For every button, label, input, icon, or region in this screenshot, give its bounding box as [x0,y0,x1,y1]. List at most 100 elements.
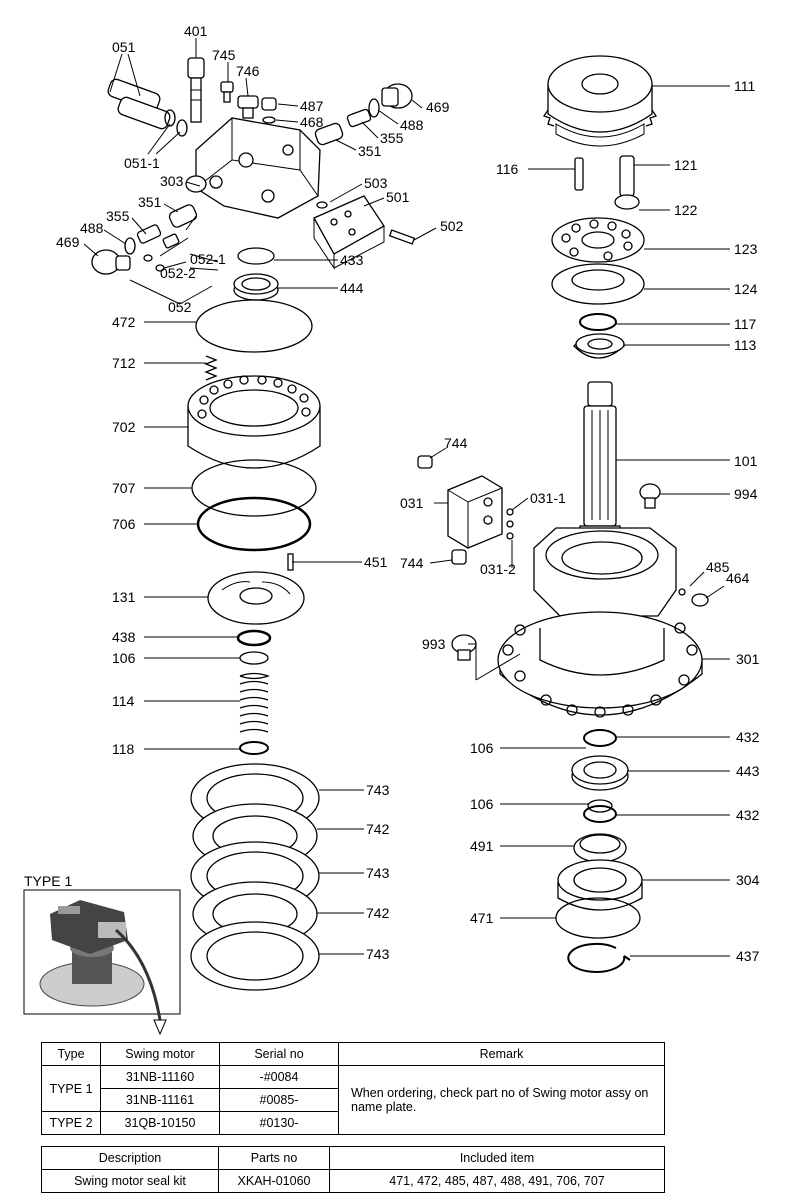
plug-994-part [639,483,661,509]
callout-993: 993 [422,636,446,652]
bearing-444-part [233,273,279,301]
pin-116-part [574,157,584,191]
callout-485: 485 [706,559,730,575]
callout-401: 401 [184,23,208,39]
callout-469b: 469 [56,234,80,250]
callout-464: 464 [726,570,750,586]
kit-parts-no-cell: XKAH-01060 [218,1169,330,1193]
seal-kit-table: Description Parts no Included item Swing… [41,1146,665,1193]
callout-502: 502 [440,218,464,234]
cover-304-part [557,859,643,911]
callout-106b: 106 [470,740,494,756]
callout-303: 303 [160,173,184,189]
callout-432a: 432 [736,729,760,745]
callout-113: 113 [734,337,757,353]
callout-742a: 742 [366,821,390,837]
serial-cell: -#0084 [219,1065,339,1089]
oring-706-part [196,496,312,552]
callout-487: 487 [300,98,324,114]
callout-355b: 355 [106,208,130,224]
callout-106c: 106 [470,796,494,812]
callout-121: 121 [674,157,698,173]
swing-motor-header: Swing motor [100,1042,220,1066]
callout-472: 472 [112,314,136,330]
ring-433-part [237,247,275,265]
bearing-113-part [573,333,625,359]
plug-487-oring-468-part [261,97,277,124]
parts-no-header: Parts no [218,1146,330,1170]
plug-993-part [451,634,477,661]
callout-503: 503 [364,175,388,191]
callout-116: 116 [496,161,519,177]
callout-351a: 351 [358,143,382,159]
serial-cell: #0085- [219,1088,339,1112]
callout-106a: 106 [112,650,136,666]
callout-744a: 744 [444,435,468,451]
kit-included-items-cell: 471, 472, 485, 487, 488, 491, 706, 707 [329,1169,665,1193]
friction-plates-part [190,763,320,991]
callout-745: 745 [212,47,236,63]
snap-ring-437-part [567,942,631,973]
motor-cell: 31NB-11160 [100,1065,220,1089]
plugs-745-746-part [220,81,259,119]
plate-124-part [551,263,645,305]
seal-491-part [573,833,627,863]
callout-488a: 488 [400,117,424,133]
callout-111: 111 [734,78,755,94]
valve-casing-303-part [185,117,321,219]
motor-cell: 31QB-10150 [100,1111,220,1135]
bearing-443-part [571,755,629,791]
type-cell: TYPE 2 [41,1111,101,1135]
spring-712-part [204,355,218,381]
callout-451: 451 [364,554,388,570]
callout-301: 301 [736,651,760,667]
type-table: Type Swing motor Serial no Remark TYPE 1… [41,1042,665,1135]
callout-355a: 355 [380,130,404,146]
callout-114: 114 [112,693,135,709]
pin-121-part [614,155,640,210]
spring-114-part [239,672,270,733]
plug-relief-right-part [314,83,413,146]
callout-351b: 351 [138,194,162,210]
callout-469a: 469 [426,99,450,115]
callout-744b: 744 [400,555,424,571]
callout-444: 444 [340,280,364,296]
callout-468: 468 [300,114,324,130]
callout-743c: 743 [366,946,390,962]
callout-304: 304 [736,872,760,888]
callout-031-1: 031-1 [530,490,566,506]
oring-472-part [195,299,313,353]
callout-438: 438 [112,629,136,645]
callout-437: 437 [736,948,760,964]
leader-lines [83,38,730,957]
callout-702: 702 [112,419,136,435]
serial-cell: #0130- [219,1111,339,1135]
remark-cell: When ordering, check part no of Swing mo… [338,1065,665,1135]
callout-051-1: 051-1 [124,155,160,171]
callout-501: 501 [386,189,410,205]
callout-122: 122 [674,202,698,218]
callout-101: 101 [734,453,758,469]
ring-118-part [239,741,269,755]
callout-052-1: 052-1 [190,251,226,267]
type-cell: TYPE 1 [41,1065,101,1112]
remark-header: Remark [338,1042,665,1066]
gear-111-part [542,55,658,147]
callout-123: 123 [734,241,758,257]
callout-707: 707 [112,480,136,496]
callout-051: 051 [112,39,136,55]
valve-block-031-part [417,455,514,565]
callout-746: 746 [236,63,260,79]
casing-301-part [497,527,709,718]
type1-inset [23,889,181,1036]
callout-031-2: 031-2 [480,561,516,577]
type-header: Type [41,1042,101,1066]
callout-052-2: 052-2 [160,265,196,281]
fittings-051-part [107,78,188,137]
valve-plate-131-part [207,571,305,625]
callout-117: 117 [734,316,757,332]
callout-994: 994 [734,486,758,502]
callout-124: 124 [734,281,758,297]
serial-no-header: Serial no [219,1042,339,1066]
callout-742b: 742 [366,905,390,921]
